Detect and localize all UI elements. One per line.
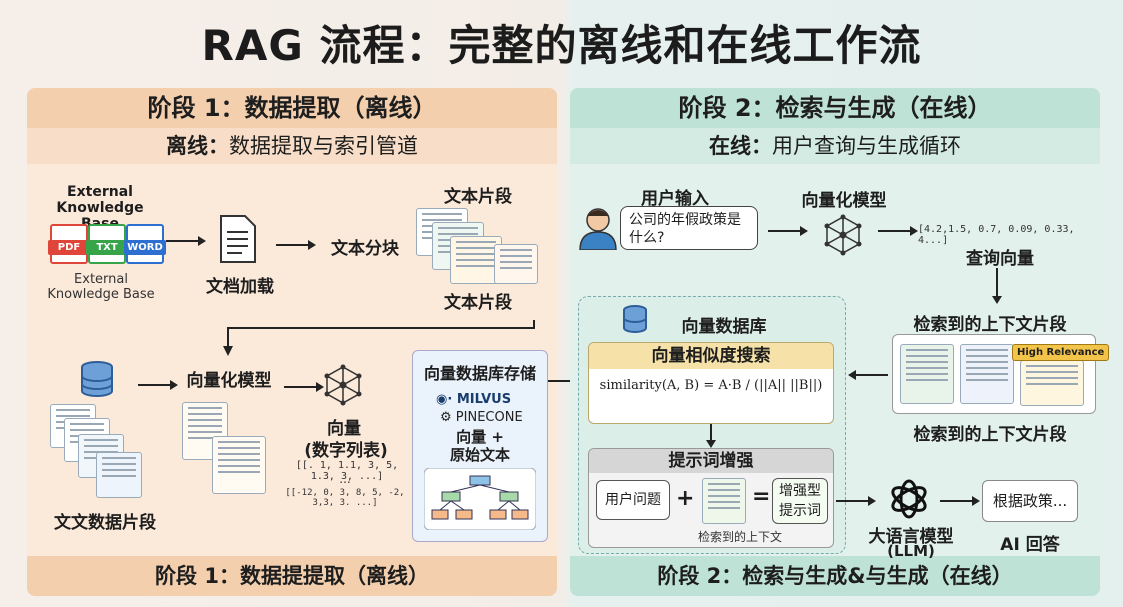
llm-logo-icon: [891, 479, 927, 519]
arrow-icon: [166, 236, 206, 246]
similarity-formula: similarity(A, B) = A·B / (||A|| ||B||): [599, 378, 823, 393]
chunk-data-label: 文文数据片段: [54, 513, 156, 533]
vector-ellipsis: ...: [339, 472, 351, 486]
answer-box: 根据政策...: [982, 480, 1078, 522]
chunk-card: [494, 244, 538, 284]
phase1-sub-prefix: 离线：: [166, 134, 229, 158]
high-relevance-badge: High Relevance: [1012, 344, 1110, 361]
llm-sub-label: (LLM): [887, 542, 935, 560]
arrow-left-icon: [848, 370, 888, 380]
phase1-footer: 阶段 1：数据提提取（离线）: [27, 556, 557, 596]
chunk-card: [450, 236, 502, 284]
query-vector-label: 查询向量: [966, 249, 1034, 269]
user-avatar-icon: [579, 208, 617, 250]
phase1-subheader: 离线：数据提取与索引管道: [27, 128, 557, 164]
word-icon: WORD: [124, 224, 166, 264]
ai-answer-label: AI 回答: [1000, 535, 1060, 555]
pdf-icon: PDF: [48, 224, 90, 264]
user-input-label: 用户输入: [641, 189, 709, 209]
plus-sign: +: [676, 486, 695, 511]
retrieved-top-label: 检索到的上下文片段: [913, 315, 1067, 335]
arrow-icon: [940, 496, 980, 506]
arrow-icon: [878, 226, 918, 236]
arrow-down-icon: [706, 424, 716, 448]
chunk-card: [900, 344, 954, 404]
vector-values-2: [[-12, 0, 3, 8, 5, -2, 3,3, 3. ...]: [285, 488, 405, 508]
augmented-prompt-box: 增强型提示词: [772, 478, 828, 524]
diagram-title: RAG 流程：完整的离线和在线工作流: [201, 21, 922, 70]
chunk-card: [212, 436, 266, 494]
chunking-label: 文本分块: [331, 239, 399, 259]
similarity-title: 向量相似度搜索: [589, 343, 833, 369]
phase2-subheader: 在线：用户查询与生成循环: [570, 128, 1100, 164]
user-question-bubble: 公司的年假政策是什么?: [620, 206, 758, 250]
phase2-header: 阶段 2：检索与生成（在线）: [570, 88, 1100, 128]
phase2-sub-prefix: 在线：: [709, 134, 772, 158]
neural-network-icon: [324, 364, 362, 406]
database-icon: [81, 361, 113, 397]
store-note-1: 向量 +: [456, 428, 504, 446]
phase2-sub-text: 用户查询与生成循环: [772, 134, 961, 158]
arrow-icon: [768, 226, 808, 236]
pinecone-logo: ⚙ PINECONE: [440, 410, 523, 425]
query-embed-model-label: 向量化模型: [801, 191, 887, 211]
milvus-label: MILVUS: [456, 392, 512, 407]
llm-label: 大语言模型: [868, 527, 954, 547]
embed-model-label: 向量化模型: [186, 371, 272, 391]
user-question-box: 用户问题: [596, 480, 670, 520]
database-icon: [623, 305, 647, 333]
phase1-panel: 阶段 1：数据提取（离线） 离线：数据提取与索引管道: [27, 88, 557, 596]
phase2-footer: 阶段 2：检索与生成&与生成（在线）: [570, 556, 1100, 596]
arrow-down-icon: [992, 268, 1002, 304]
doc-load-label: 文档加载: [206, 277, 274, 297]
kb-label-bottom: External Knowledge Base: [47, 272, 155, 302]
chunk-card: [960, 344, 1014, 404]
connector-arrow: [223, 320, 535, 356]
vector-store-title: 向量数据库存储: [423, 364, 536, 383]
arrow-icon: [836, 496, 876, 506]
chunk-card: [96, 452, 142, 498]
chunk-card: [702, 478, 746, 524]
retrieved-bottom-label: 检索到的上下文片段: [913, 425, 1067, 445]
txt-icon: TXT: [86, 224, 128, 264]
store-note-2: 原始文本: [449, 446, 510, 464]
arrow-icon: [284, 382, 324, 392]
phase1-header: 阶段 1：数据提取（离线）: [27, 88, 557, 128]
phase1-sub-text: 数据提取与索引管道: [229, 134, 418, 158]
prompt-augment-title: 提示词增强: [589, 449, 833, 473]
retrieved-ctx-label: 检索到的上下文: [697, 530, 782, 544]
vector-label: 向量: [327, 419, 361, 439]
equals-sign: =: [752, 484, 771, 509]
vector-values-1: [[. 1, 1.1, 3, 5, 1.3, 3, ...]: [295, 460, 399, 482]
neural-network-icon: [824, 214, 862, 256]
chunks-top-label: 文本片段: [444, 187, 512, 207]
vector-sub-label: (数字列表): [304, 441, 388, 461]
pinecone-label: PINECONE: [455, 410, 523, 425]
document-icon: [220, 215, 256, 263]
arrow-icon: [138, 380, 178, 390]
chunks-bottom-label: 文本片段: [444, 293, 512, 313]
query-vector-values: [4.2,1.5, 0.7, 0.09, 0.33, 4...]: [918, 224, 1075, 246]
arrow-icon: [276, 240, 316, 250]
tree-diagram-icon: [424, 468, 536, 530]
milvus-logo: ◉· MILVUS: [436, 392, 512, 407]
vector-db-title: 向量数据库: [681, 317, 767, 337]
chunk-card: [1020, 360, 1084, 406]
